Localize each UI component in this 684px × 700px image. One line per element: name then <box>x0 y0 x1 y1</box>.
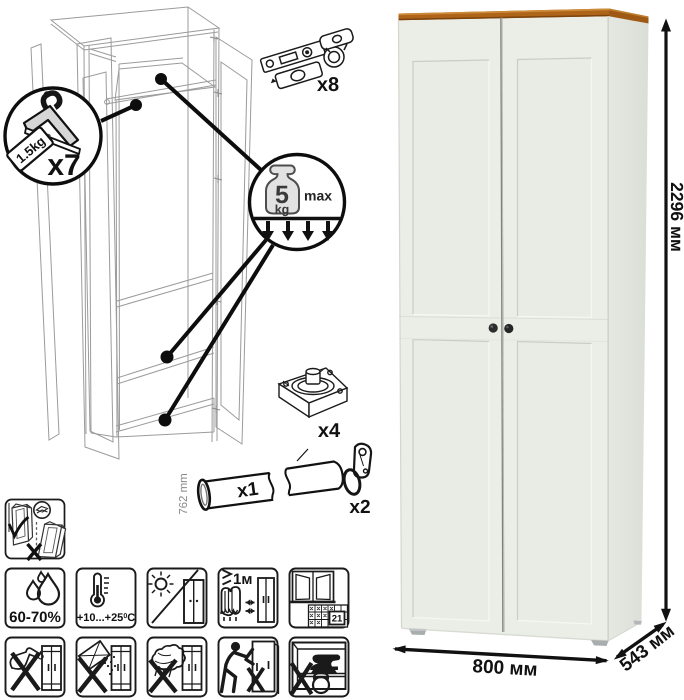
svg-text:x8: x8 <box>317 74 339 96</box>
svg-text:x1: x1 <box>236 479 260 503</box>
svg-text:5: 5 <box>275 181 289 209</box>
svg-text:x2: x2 <box>349 497 370 518</box>
svg-text:21: 21 <box>332 614 343 625</box>
svg-text:762 mm: 762 mm <box>178 473 190 515</box>
svg-text:x4: x4 <box>318 420 341 442</box>
svg-text:60-70%: 60-70% <box>9 609 61 626</box>
svg-text:kg: kg <box>275 203 290 217</box>
svg-text:x7: x7 <box>47 149 80 182</box>
svg-text:2296 мм: 2296 мм <box>667 182 684 252</box>
svg-text:1м: 1м <box>233 571 252 588</box>
svg-text:800 мм: 800 мм <box>472 656 538 681</box>
svg-text:max: max <box>304 188 332 204</box>
svg-text:+10...+250C: +10...+250C <box>77 612 135 624</box>
